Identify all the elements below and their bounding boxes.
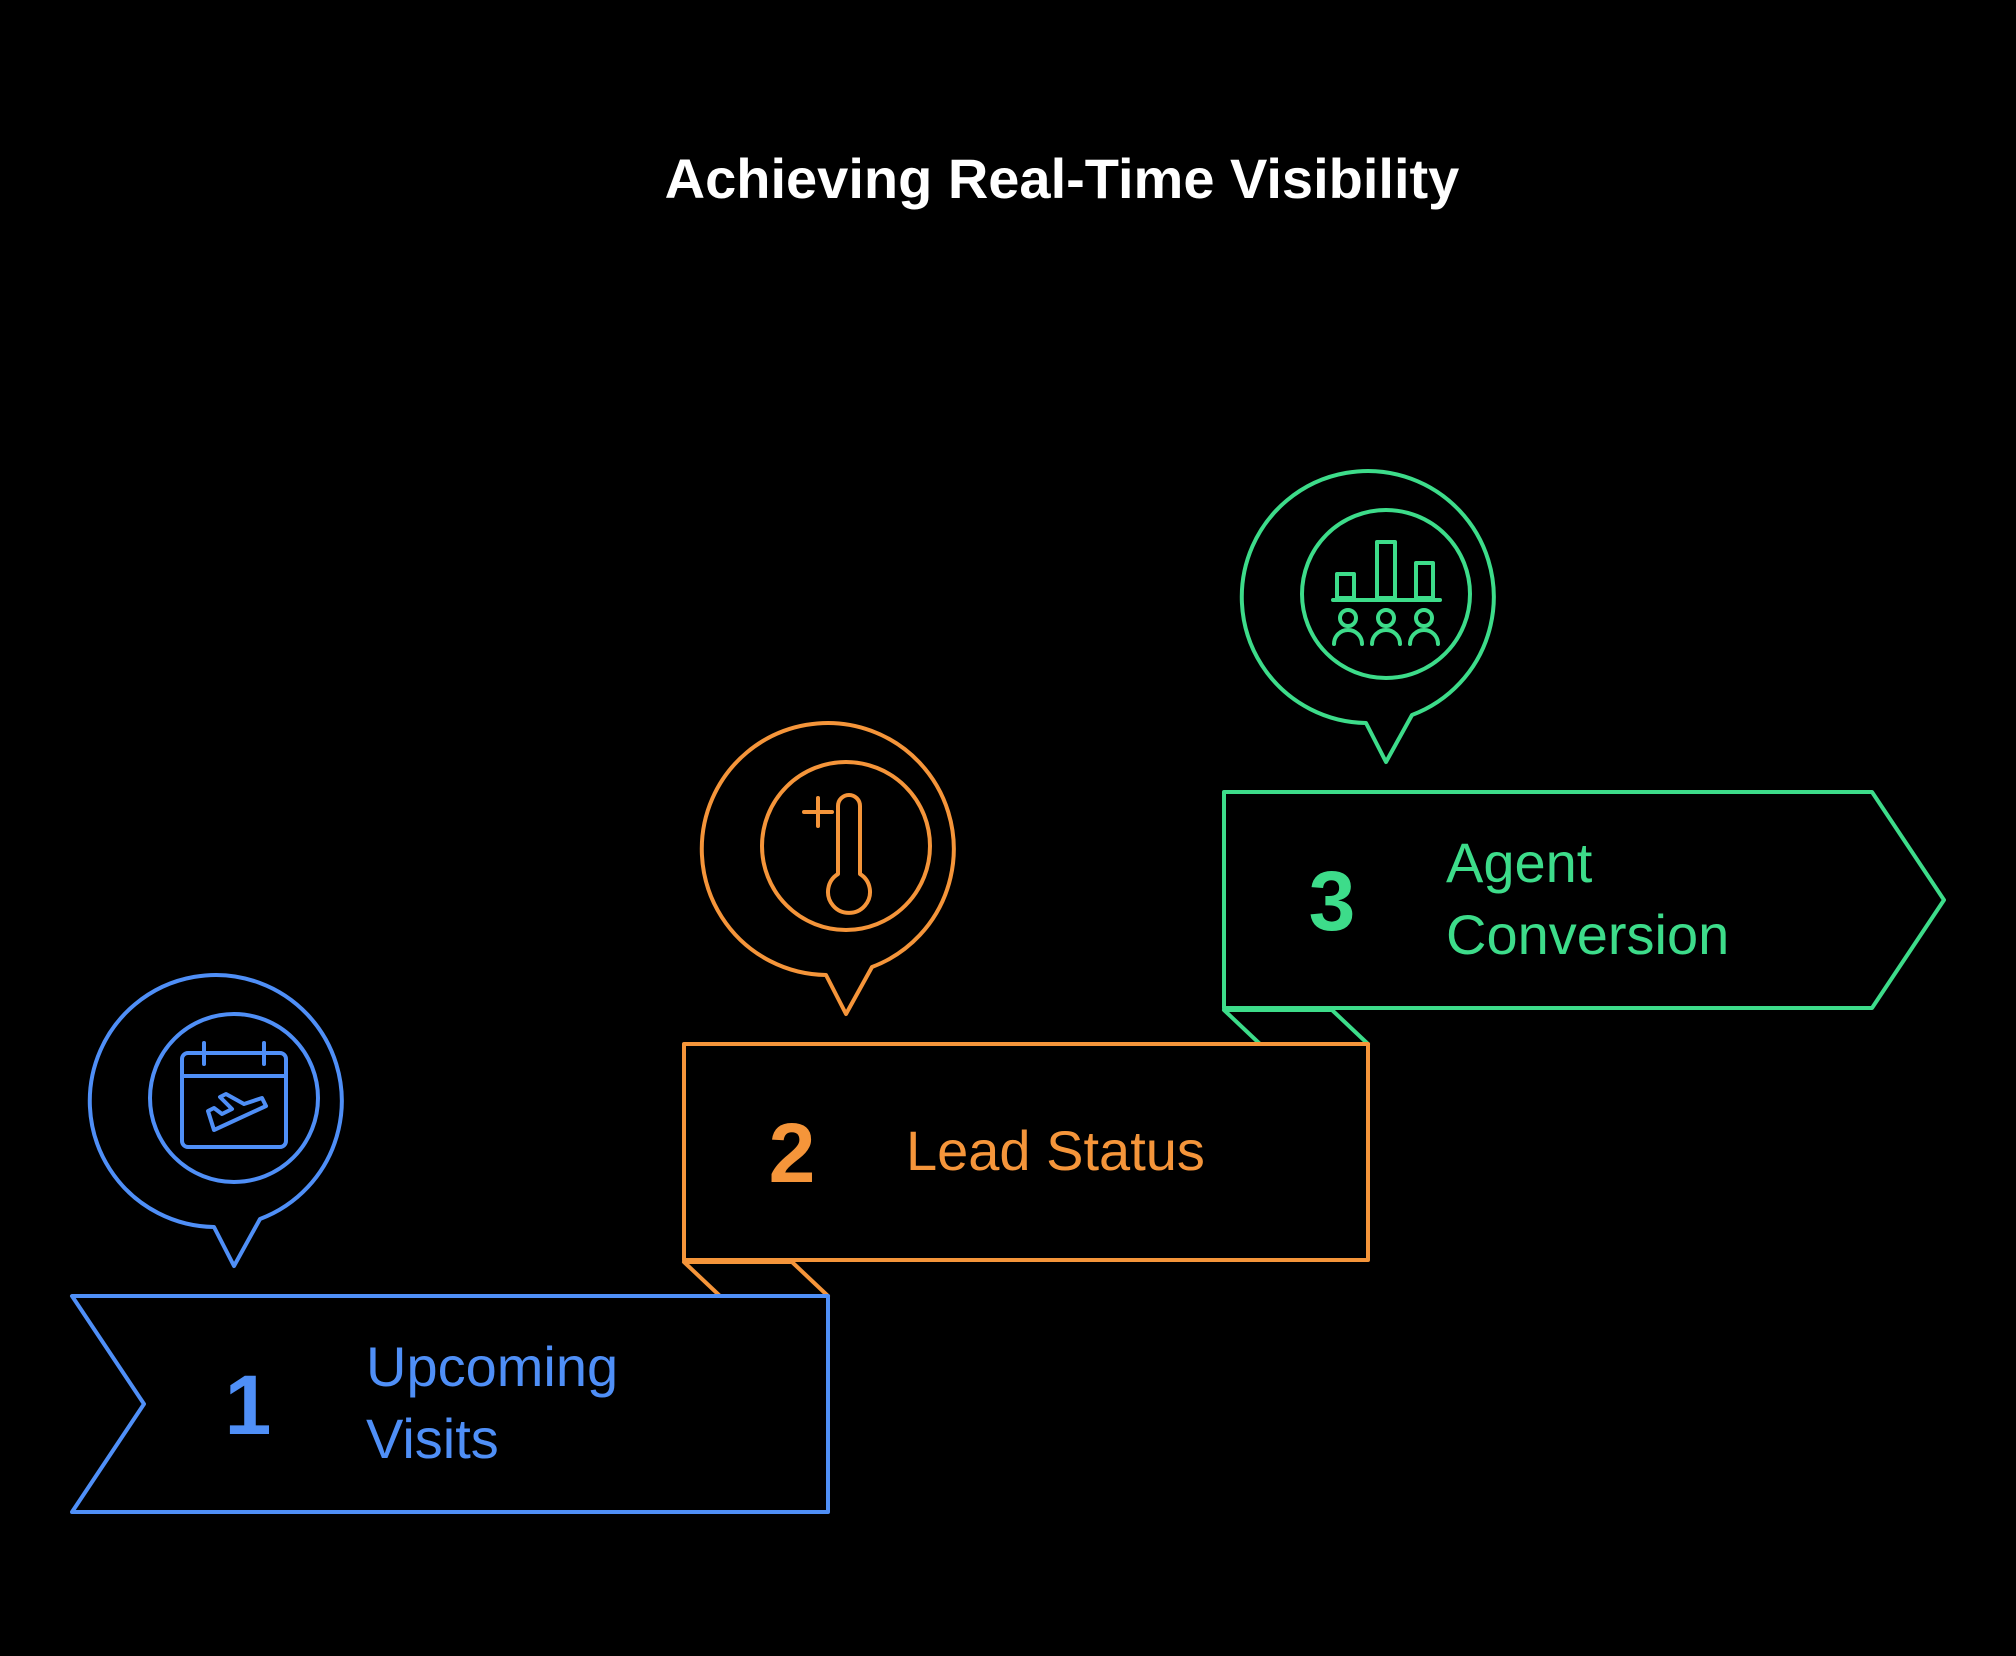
diagram-title: Achieving Real-Time Visibility <box>665 147 1460 210</box>
step-3-pin <box>1239 469 1496 764</box>
step-3-label-line-1: Agent <box>1446 831 1593 894</box>
step-3-banner <box>1222 790 1946 1010</box>
step-2-label: Lead Status <box>906 1119 1205 1182</box>
step-1-number: 1 <box>225 1358 272 1452</box>
step-1-pin <box>87 973 344 1268</box>
step-3-number: 3 <box>1309 854 1356 948</box>
fold-connector-1-2 <box>682 1260 830 1298</box>
calendar-flight-icon <box>180 1041 288 1149</box>
step-2-banner <box>682 1042 1370 1262</box>
thermometer-icon <box>802 793 872 915</box>
step-1-banner <box>70 1294 830 1514</box>
step-2-pin <box>699 721 956 1016</box>
audience-bar-chart-icon <box>1331 540 1442 646</box>
step-3: 3 Agent Conversion <box>1222 469 1946 1010</box>
step-2-number: 2 <box>769 1106 816 1200</box>
step-3-label-line-2: Conversion <box>1446 903 1729 966</box>
step-1: 1 Upcoming Visits <box>70 973 830 1514</box>
step-2: 2 Lead Status <box>682 721 1370 1262</box>
step-1-label-line-2: Visits <box>366 1407 499 1470</box>
step-1-label-line-1: Upcoming <box>366 1335 618 1398</box>
fold-connector-2-3 <box>1222 1008 1370 1046</box>
